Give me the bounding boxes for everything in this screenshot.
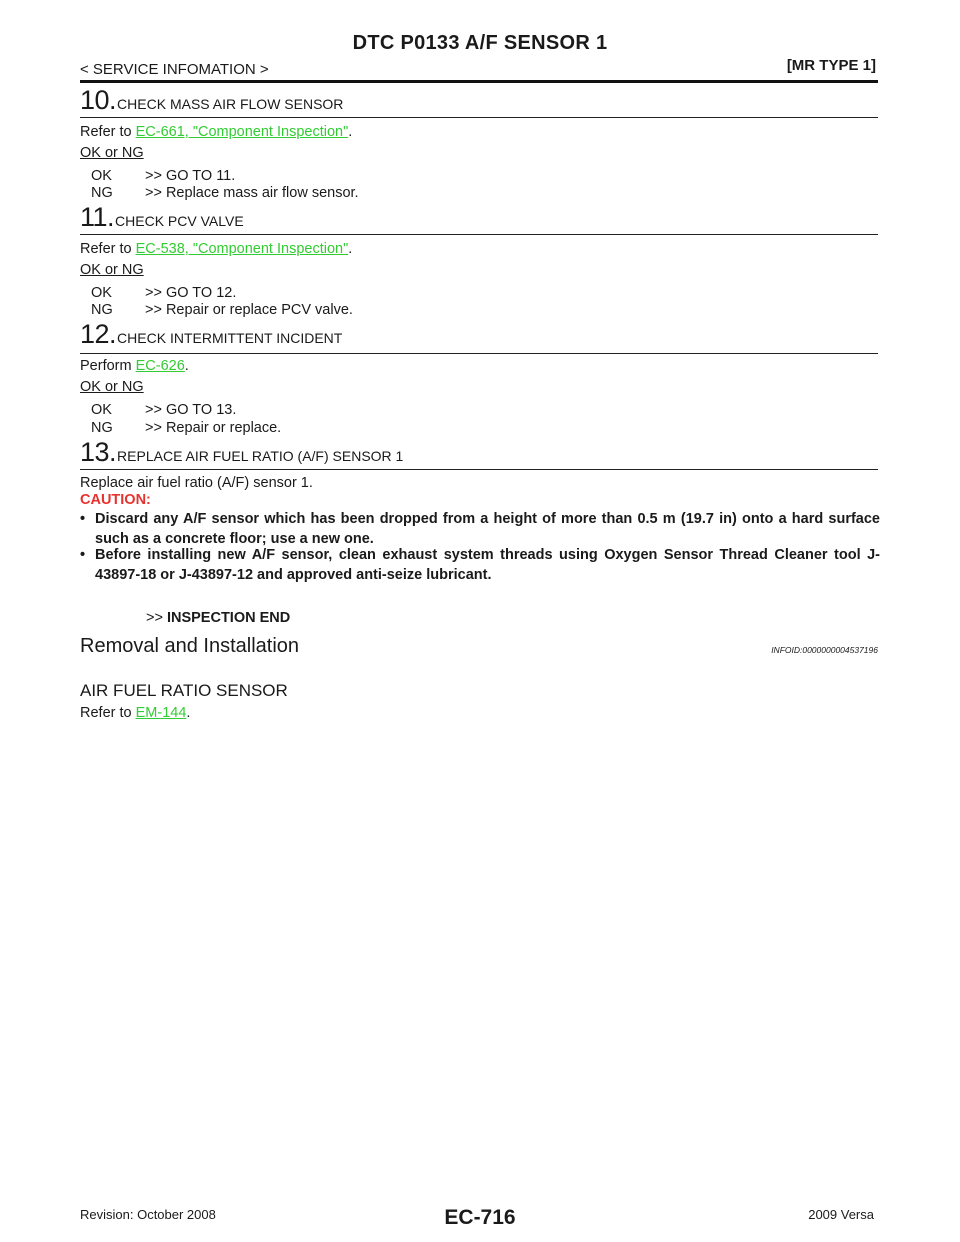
result-code: NG — [91, 185, 113, 201]
result-text: >> GO TO 12. — [145, 285, 237, 301]
step-number: 12. — [80, 319, 117, 349]
caution-bullet: • Before installing new A/F sensor, clea… — [80, 546, 880, 585]
step-number: 13. — [80, 437, 117, 467]
caution-bullet: • Discard any A/F sensor which has been … — [80, 510, 880, 549]
document-title: DTC P0133 A/F SENSOR 1 — [352, 32, 608, 54]
reference-prefix: Refer to — [80, 124, 136, 140]
step-12-heading: 12.CHECK INTERMITTENT INCIDENT — [80, 319, 342, 350]
section-title: Removal and Installation — [80, 635, 300, 657]
step-11-reference: Refer to EC-538, "Component Inspection". — [80, 241, 352, 257]
step-number: 10. — [80, 85, 117, 115]
result-row-ng: NG >> Replace mass air flow sensor. — [91, 185, 359, 201]
ok-or-ng-label: OK or NG — [80, 379, 144, 395]
step-rule — [80, 234, 878, 235]
step-13-body: Replace air fuel ratio (A/F) sensor 1. — [80, 475, 313, 491]
header-rule — [80, 80, 878, 83]
reference-prefix: Perform — [80, 358, 136, 374]
ec-626-link[interactable]: EC-626 — [135, 358, 185, 374]
bullet-text: Discard any A/F sensor which has been dr… — [95, 511, 880, 547]
end-text: INSPECTION END — [166, 610, 291, 626]
section-reference: Refer to EM-144. — [80, 705, 190, 721]
revision-label: Revision: October 2008 — [80, 1207, 216, 1222]
page-number: EC-716 — [444, 1206, 516, 1229]
result-row-ok: OK >> GO TO 11. — [91, 168, 235, 184]
bullet-dot-icon: • — [80, 547, 86, 563]
result-code: OK — [91, 402, 112, 418]
model-year-label: 2009 Versa — [808, 1207, 874, 1222]
result-code: NG — [91, 302, 113, 318]
result-text: >> GO TO 11. — [145, 168, 236, 184]
result-row-ok: OK >> GO TO 12. — [91, 285, 236, 301]
reference-suffix: . — [186, 705, 191, 721]
result-code: NG — [91, 420, 113, 436]
result-code: OK — [91, 168, 112, 184]
result-text: >> Repair or replace. — [145, 420, 282, 436]
step-title: CHECK PCV VALVE — [115, 213, 244, 229]
result-code: OK — [91, 285, 112, 301]
step-10-heading: 10.CHECK MASS AIR FLOW SENSOR — [80, 85, 343, 116]
bullet-text: Before installing new A/F sensor, clean … — [95, 547, 880, 583]
step-title: REPLACE AIR FUEL RATIO (A/F) SENSOR 1 — [117, 448, 404, 464]
reference-suffix: . — [348, 241, 353, 257]
section-subtitle: AIR FUEL RATIO SENSOR — [80, 681, 288, 700]
em-144-link[interactable]: EM-144 — [135, 705, 187, 721]
result-text: >> GO TO 13. — [145, 402, 237, 418]
step-number: 11. — [80, 202, 115, 232]
component-inspection-link[interactable]: EC-661, "Component Inspection" — [135, 124, 349, 140]
result-row-ok: OK >> GO TO 13. — [91, 402, 236, 418]
bullet-dot-icon: • — [80, 511, 86, 527]
result-text: >> Repair or replace PCV valve. — [145, 302, 353, 318]
step-10-reference: Refer to EC-661, "Component Inspection". — [80, 124, 352, 140]
breadcrumb: < SERVICE INFOMATION > — [80, 61, 269, 78]
reference-prefix: Refer to — [80, 241, 136, 257]
end-prefix: >> — [146, 610, 163, 626]
step-12-reference: Perform EC-626. — [80, 358, 189, 374]
component-inspection-link[interactable]: EC-538, "Component Inspection" — [135, 241, 349, 257]
reference-prefix: Refer to — [80, 705, 136, 721]
result-row-ng: NG >> Repair or replace PCV valve. — [91, 302, 353, 318]
step-13-heading: 13.REPLACE AIR FUEL RATIO (A/F) SENSOR 1 — [80, 437, 403, 468]
info-id: INFOID:0000000004537196 — [771, 645, 878, 655]
result-row-ng: NG >> Repair or replace. — [91, 420, 281, 436]
step-title: CHECK INTERMITTENT INCIDENT — [117, 330, 343, 346]
reference-suffix: . — [184, 358, 189, 374]
step-rule — [80, 353, 878, 354]
caution-label: CAUTION: — [80, 492, 151, 508]
ok-or-ng-label: OK or NG — [80, 262, 144, 278]
ok-or-ng-label: OK or NG — [80, 145, 144, 161]
step-rule — [80, 117, 878, 118]
step-rule — [80, 469, 878, 470]
model-type-label: [MR TYPE 1] — [786, 57, 876, 74]
step-title: CHECK MASS AIR FLOW SENSOR — [117, 96, 344, 112]
inspection-end: >> INSPECTION END — [146, 610, 290, 626]
step-11-heading: 11.CHECK PCV VALVE — [80, 202, 244, 233]
reference-suffix: . — [348, 124, 353, 140]
result-text: >> Replace mass air flow sensor. — [145, 185, 359, 201]
